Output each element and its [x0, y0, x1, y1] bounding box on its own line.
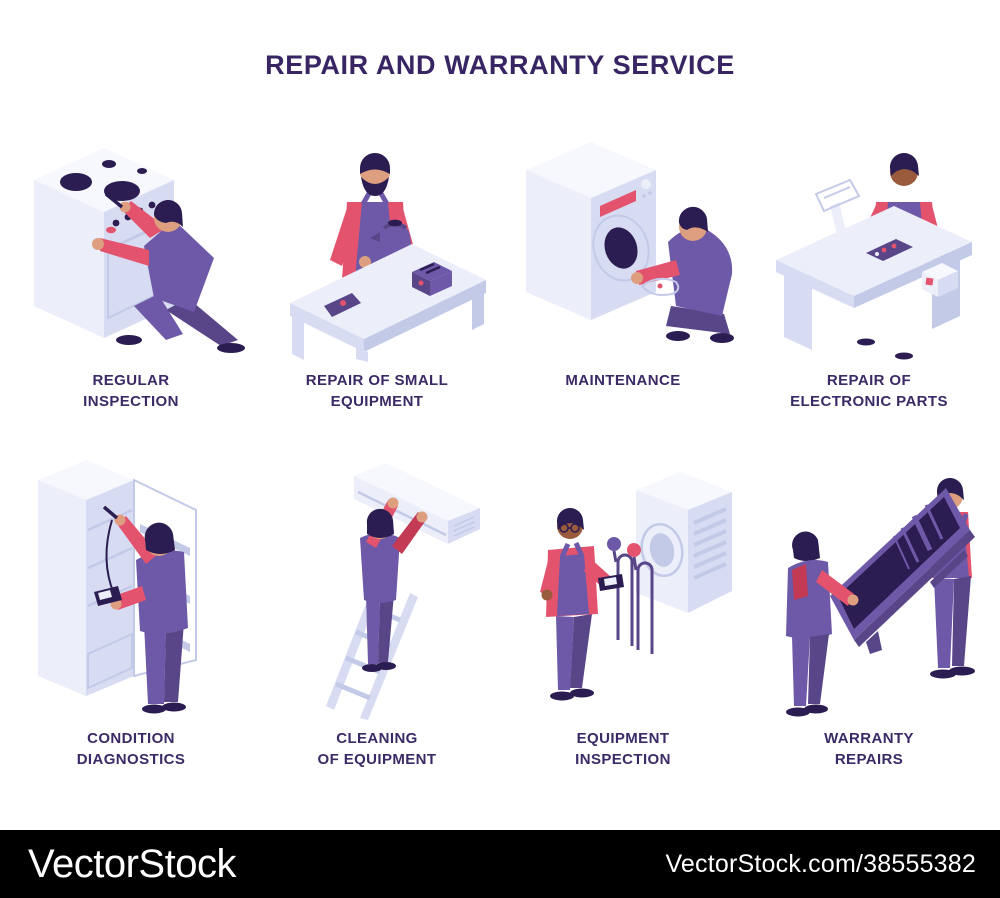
refrigerator-diagnostics-illustration [38, 460, 197, 714]
washing-machine-maintenance-illustration [526, 142, 734, 343]
worker [360, 497, 428, 672]
cell-cleaning-of-equipment: CLEANING OF EQUIPMENT [258, 428, 496, 770]
iron [324, 293, 361, 317]
illustration-row-2: CONDITION DIAGNOSTICS [12, 428, 988, 770]
cell-maintenance: MAINTENANCE [504, 110, 742, 412]
manometer-gauges [607, 537, 654, 654]
watermark-brand: VectorStock [28, 841, 236, 886]
caption-warranty-repairs: WARRANTY REPAIRS [824, 730, 914, 768]
caption-repair-electronic-parts: REPAIR OF ELECTRONIC PARTS [790, 372, 948, 410]
cell-condition-diagnostics: CONDITION DIAGNOSTICS [12, 428, 250, 770]
television [830, 488, 975, 654]
cell-warranty-repairs: WARRANTY REPAIRS [750, 428, 988, 770]
caption-condition-diagnostics: CONDITION DIAGNOSTICS [76, 730, 186, 768]
cell-repair-electronic-parts: REPAIR OF ELECTRONIC PARTS [750, 110, 988, 412]
tv-carrying-illustration [786, 477, 975, 717]
ac-outdoor-unit-inspection-illustration [540, 472, 732, 701]
page-title: REPAIR AND WARRANTY SERVICE [265, 50, 735, 80]
electronics-repair-illustration [776, 152, 972, 360]
illustration-row-1: REGULAR INSPECTION [12, 110, 988, 412]
worker [92, 192, 245, 353]
outdoor-unit [636, 472, 732, 613]
toaster [412, 262, 452, 296]
watermark-credit: VectorStock.com/38555382 [665, 849, 976, 878]
worker [94, 505, 188, 714]
worker [540, 507, 624, 701]
caption-cleaning-of-equipment: CLEANING OF EQUIPMENT [317, 730, 437, 768]
worker-left [786, 531, 859, 717]
cell-equipment-inspection: EQUIPMENT INSPECTION [504, 428, 742, 770]
stove-inspection-illustration [34, 148, 245, 353]
cell-repair-small-equipment: REPAIR OF SMALL EQUIPMENT [258, 110, 496, 412]
air-conditioner-cleaning-illustration [326, 463, 480, 720]
cell-regular-inspection: REGULAR INSPECTION [12, 110, 250, 412]
air-conditioner-unit [354, 463, 480, 544]
caption-regular-inspection: REGULAR INSPECTION [83, 372, 179, 410]
label-printer [922, 261, 958, 297]
small-equipment-repair-illustration [290, 153, 486, 362]
watermark-bar: VectorStock VectorStock.com/38555382 [0, 830, 1000, 898]
washing-machine [526, 142, 656, 320]
caption-repair-small-equipment: REPAIR OF SMALL EQUIPMENT [305, 372, 449, 410]
circuit-board [866, 239, 913, 261]
table [290, 244, 486, 362]
worker [631, 206, 734, 343]
caption-maintenance: MAINTENANCE [565, 372, 681, 389]
caption-equipment-inspection: EQUIPMENT INSPECTION [575, 730, 671, 768]
